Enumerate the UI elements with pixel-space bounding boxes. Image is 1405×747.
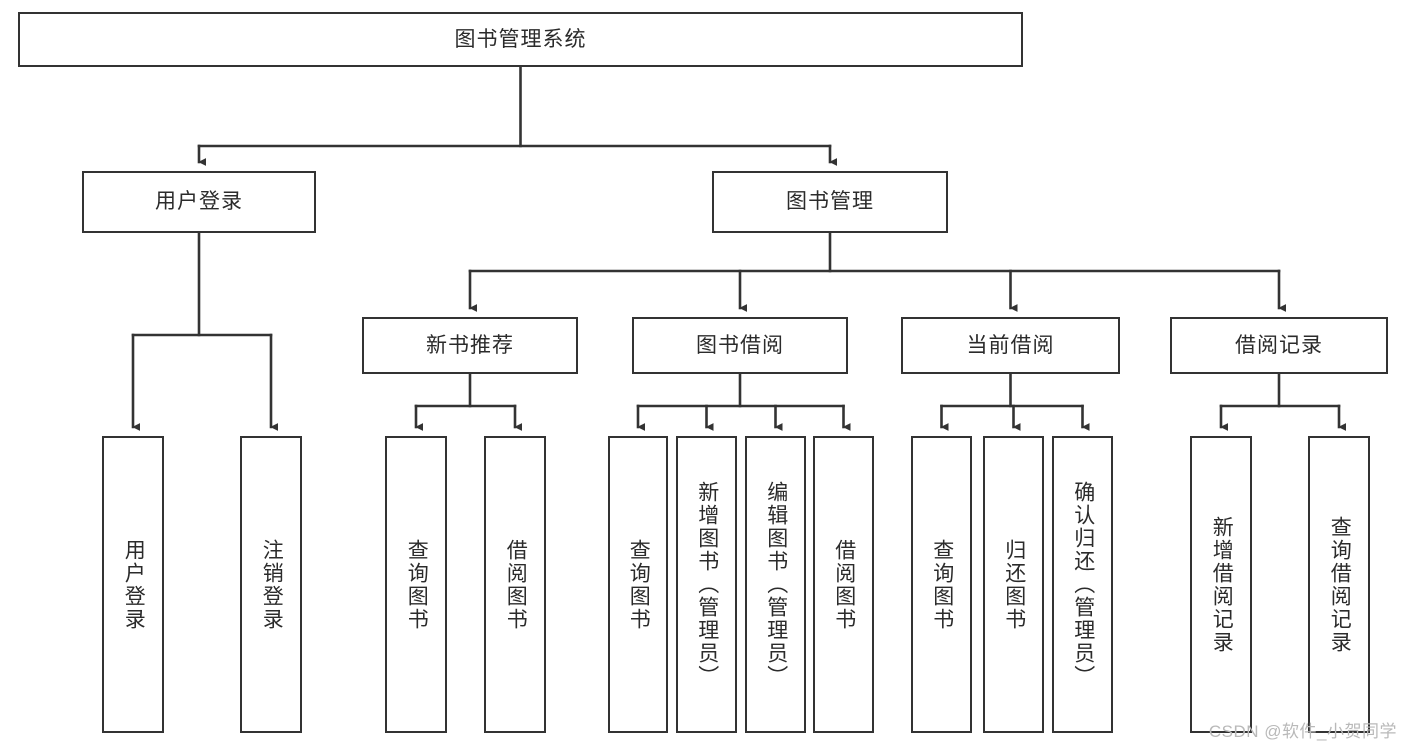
node-current-borrow-label: 当前借阅 xyxy=(966,333,1055,357)
node-leaf-borrow-book-label: 借阅图书 xyxy=(832,538,856,631)
node-leaf-query-book-recommend[interactable]: 查询图书 xyxy=(385,436,447,733)
node-leaf-return-book-label: 归还图书 xyxy=(1002,538,1026,631)
node-root-label: 图书管理系统 xyxy=(454,27,587,51)
node-borrow-record[interactable]: 借阅记录 xyxy=(1170,317,1388,374)
node-leaf-user-logout-label: 注销登录 xyxy=(260,538,284,631)
node-leaf-confirm-return[interactable]: 确认归还（管理员） xyxy=(1052,436,1113,733)
node-leaf-add-borrow-record-label: 新增借阅记录 xyxy=(1210,515,1234,654)
node-leaf-confirm-return-label: 确认归还（管理员） xyxy=(1071,481,1095,688)
node-book-borrow[interactable]: 图书借阅 xyxy=(632,317,848,374)
node-leaf-query-book-current-label: 查询图书 xyxy=(930,538,954,631)
node-book-borrow-label: 图书借阅 xyxy=(696,333,784,357)
node-leaf-query-borrow-record[interactable]: 查询借阅记录 xyxy=(1308,436,1370,733)
node-user-login[interactable]: 用户登录 xyxy=(82,171,316,233)
node-leaf-query-borrow-record-label: 查询借阅记录 xyxy=(1328,515,1352,654)
node-new-book-recommend-label: 新书推荐 xyxy=(426,333,514,357)
node-leaf-user-login-label: 用户登录 xyxy=(122,538,146,631)
node-leaf-query-book-recommend-label: 查询图书 xyxy=(405,538,429,631)
node-book-management[interactable]: 图书管理 xyxy=(712,171,948,233)
node-book-management-label: 图书管理 xyxy=(786,190,874,214)
node-leaf-query-book-borrow-label: 查询图书 xyxy=(627,538,651,631)
node-leaf-add-book-label: 新增图书（管理员） xyxy=(695,481,719,688)
node-current-borrow[interactable]: 当前借阅 xyxy=(901,317,1120,374)
node-leaf-query-book-current[interactable]: 查询图书 xyxy=(911,436,972,733)
node-leaf-add-borrow-record[interactable]: 新增借阅记录 xyxy=(1190,436,1252,733)
node-leaf-borrow-book-recommend-label: 借阅图书 xyxy=(504,538,528,631)
watermark-text: CSDN @软件_小贺同学 xyxy=(1208,722,1397,741)
node-leaf-query-book-borrow[interactable]: 查询图书 xyxy=(608,436,668,733)
node-user-login-label: 用户登录 xyxy=(155,190,243,214)
node-borrow-record-label: 借阅记录 xyxy=(1235,333,1323,357)
node-leaf-add-book[interactable]: 新增图书（管理员） xyxy=(676,436,737,733)
node-leaf-edit-book[interactable]: 编辑图书（管理员） xyxy=(745,436,806,733)
node-leaf-user-logout[interactable]: 注销登录 xyxy=(240,436,302,733)
node-leaf-edit-book-label: 编辑图书（管理员） xyxy=(764,481,788,688)
node-leaf-borrow-book-recommend[interactable]: 借阅图书 xyxy=(484,436,546,733)
node-leaf-user-login[interactable]: 用户登录 xyxy=(102,436,164,733)
node-new-book-recommend[interactable]: 新书推荐 xyxy=(362,317,578,374)
node-leaf-return-book[interactable]: 归还图书 xyxy=(983,436,1044,733)
node-root[interactable]: 图书管理系统 xyxy=(18,12,1023,67)
node-leaf-borrow-book[interactable]: 借阅图书 xyxy=(813,436,874,733)
